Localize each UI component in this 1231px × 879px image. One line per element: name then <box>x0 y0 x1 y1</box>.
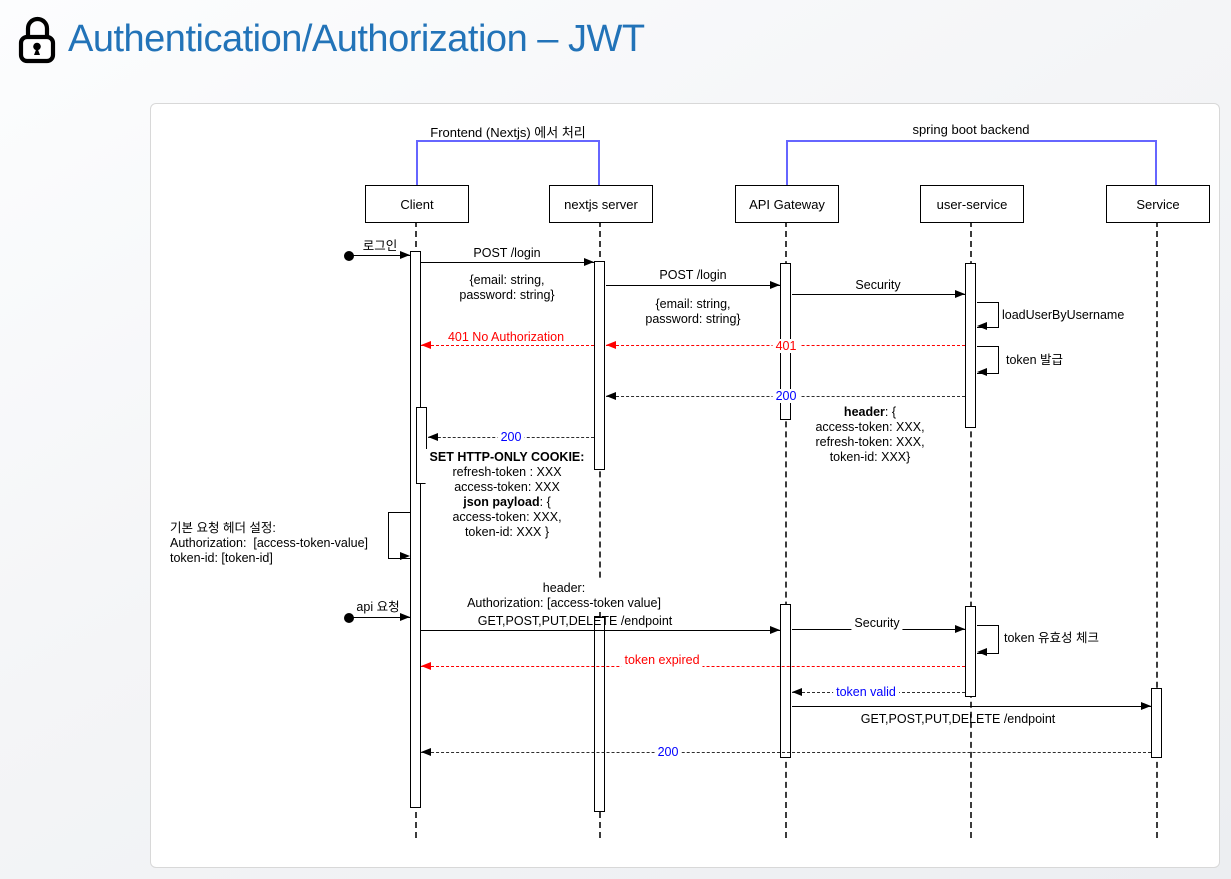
start-dot <box>344 613 354 623</box>
note-response-header: header: {access-token: XXX,refresh-token… <box>815 405 925 464</box>
message-label-get-endpoint-2: GET,POST,PUT,DELETE /endpoint <box>860 712 1056 726</box>
activation-user-service-2 <box>965 606 976 697</box>
arrow-head <box>400 613 410 621</box>
arrow-head <box>421 748 431 756</box>
message-label-401: 401 <box>772 339 800 353</box>
frontend-bracket-right <box>598 140 600 185</box>
lock-icon <box>18 16 56 64</box>
arrow-head <box>421 341 431 349</box>
note-post-login-1-body: {email: string,password: string} <box>459 273 555 302</box>
message-label-post-login-2: POST /login <box>659 268 727 282</box>
arrow-head <box>977 368 987 376</box>
backend-bracket-line <box>786 140 1156 142</box>
message-line-get-endpoint-2 <box>792 706 1151 707</box>
arrow-head <box>977 322 987 330</box>
message-label-200-to-client: 200 <box>497 430 525 444</box>
message-line-api-request <box>353 617 410 618</box>
message-label-load-user: loadUserByUsername <box>1002 308 1125 322</box>
group-label-backend: spring boot backend <box>912 122 1030 137</box>
note-default-headers: 기본 요청 헤더 설정:Authorization: [access-token… <box>166 520 386 567</box>
page-title: Authentication/Authorization – JWT <box>68 17 645 60</box>
activation-nextjs-2 <box>594 617 605 812</box>
arrow-head <box>977 648 987 656</box>
frontend-bracket-line <box>416 140 600 142</box>
arrow-head <box>792 688 802 696</box>
arrow-head <box>606 392 616 400</box>
participant-client: Client <box>365 185 469 223</box>
loop-client-set-headers <box>388 512 411 559</box>
backend-bracket-right <box>1155 140 1157 185</box>
lifeline-user-service <box>970 221 972 838</box>
activation-client-nested <box>416 407 427 484</box>
arrow-head <box>421 662 431 670</box>
message-label-login-trigger: 로그인 <box>362 239 398 253</box>
arrow-head <box>955 625 965 633</box>
diagram-panel <box>150 103 1220 868</box>
loop-token-issue <box>977 346 999 374</box>
message-line-post-login-2 <box>606 285 780 286</box>
message-label-api-trigger: api 요청 <box>356 600 400 614</box>
participant-service: Service <box>1106 185 1210 223</box>
message-line-401-no-auth <box>421 345 594 346</box>
lifeline-service <box>1156 221 1158 838</box>
message-label-get-endpoint-1: GET,POST,PUT,DELETE /endpoint <box>477 614 673 628</box>
message-line-get-endpoint-1 <box>421 630 780 631</box>
note-post-login-2-body: {email: string,password: string} <box>645 297 741 326</box>
message-line-200-final <box>421 752 1151 753</box>
arrow-head <box>955 290 965 298</box>
activation-gateway-2 <box>780 604 791 758</box>
participant-api-gateway: API Gateway <box>735 185 839 223</box>
frontend-bracket-left <box>416 140 418 185</box>
lifeline-gateway <box>785 221 787 838</box>
message-label-token-check: token 유효성 체크 <box>1004 631 1100 645</box>
start-dot <box>344 251 354 261</box>
message-label-200-backend: 200 <box>772 389 800 403</box>
arrow-head <box>606 341 616 349</box>
message-label-token-valid: token valid <box>833 685 899 699</box>
group-label-frontend: Frontend (Nextjs) 에서 처리 <box>430 125 586 140</box>
message-label-security-1: Security <box>855 278 901 292</box>
arrow-head <box>400 251 410 259</box>
arrow-head <box>1141 702 1151 710</box>
loop-token-check <box>977 625 999 654</box>
arrow-head <box>428 433 438 441</box>
participant-user-service: user-service <box>920 185 1024 223</box>
message-label-security-2: Security <box>851 616 903 630</box>
message-label-post-login-1: POST /login <box>473 246 541 260</box>
loop-load-user <box>977 302 999 328</box>
message-line-security-1 <box>792 294 965 295</box>
lifeline-nextjs <box>599 221 601 838</box>
arrow-head <box>770 626 780 634</box>
activation-user-service-1 <box>965 263 976 428</box>
participant-nextjs-server: nextjs server <box>549 185 653 223</box>
message-label-token-issue: token 발급 <box>1006 353 1064 367</box>
message-label-token-expired: token expired <box>621 653 703 667</box>
arrow-head <box>770 281 780 289</box>
note-set-cookie: SET HTTP-ONLY COOKIE:refresh-token : XXX… <box>425 449 589 541</box>
message-label-200-final: 200 <box>654 745 682 759</box>
message-line-post-login-1 <box>421 262 594 263</box>
activation-nextjs-1 <box>594 261 605 470</box>
note-api-header: header:Authorization: [access-token valu… <box>463 580 665 612</box>
message-line-login <box>353 255 410 256</box>
activation-client-main <box>410 251 421 808</box>
backend-bracket-left <box>786 140 788 185</box>
arrow-head <box>584 258 594 266</box>
arrow-head <box>400 552 410 560</box>
page-header: Authentication/Authorization – JWT <box>14 14 645 64</box>
message-label-401-no-auth: 401 No Authorization <box>444 330 568 344</box>
activation-service <box>1151 688 1162 758</box>
